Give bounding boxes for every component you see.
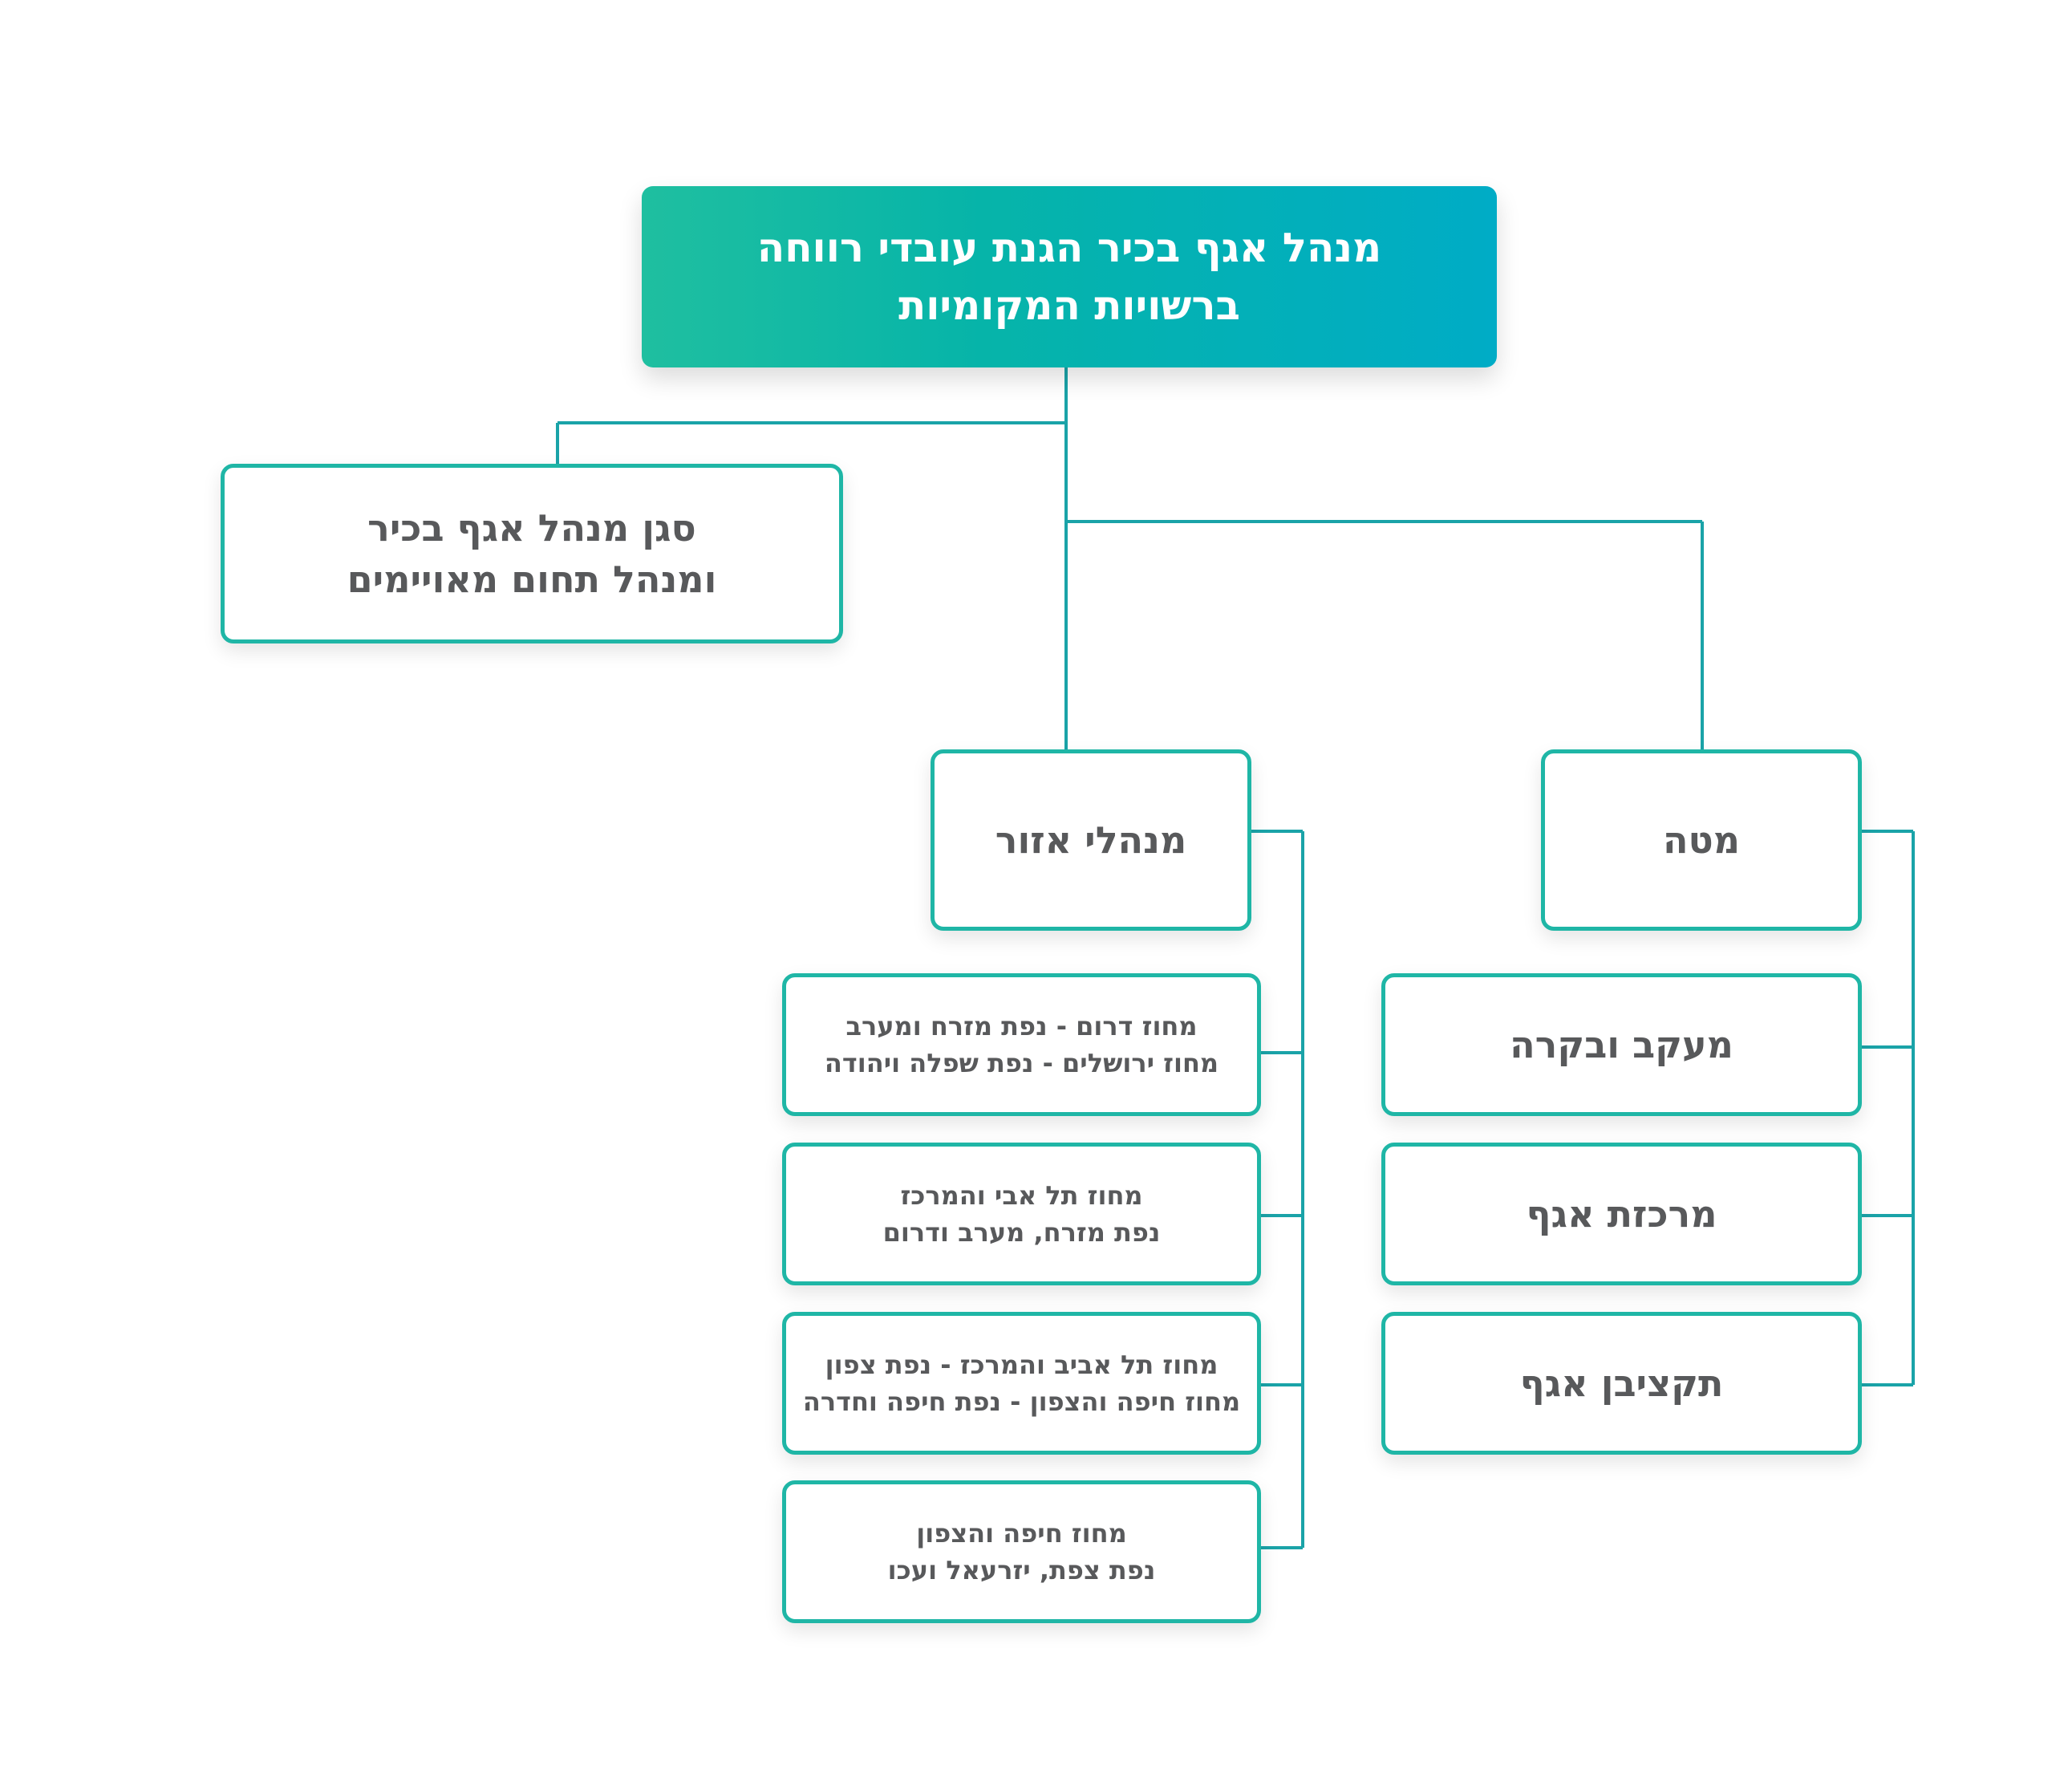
monitoring-control-label: מעקב ובקרה — [1510, 1023, 1733, 1066]
root-manager-box: מנהל אגף בכיר הגנת עובדי רווחה ברשויות ה… — [642, 186, 1497, 367]
district-line: מחוז חיפה והצפון - נפת חיפה וחדרה — [802, 1386, 1241, 1417]
district-line: מחוז חיפה והצפון — [916, 1518, 1127, 1549]
district-line: מחוז ירושלים - נפת שפלה ויהודה — [824, 1048, 1219, 1078]
department-budget-officer-box: תקציבן אגף — [1381, 1312, 1862, 1455]
department-coordinator-label: מרכזת אגף — [1526, 1192, 1717, 1236]
district-line: מחוז תל אביב והמרכז - נפת צפון — [825, 1350, 1218, 1380]
district-box-tel-aviv-haifa: מחוז תל אביב והמרכז - נפת צפון מחוז חיפה… — [782, 1312, 1261, 1455]
root-line-1: מנהל אגף בכיר הגנת עובדי רווחה — [756, 225, 1382, 271]
district-line: נפת צפת, יזרעאל ועכו — [887, 1555, 1156, 1585]
district-box-haifa-north: מחוז חיפה והצפון נפת צפת, יזרעאל ועכו — [782, 1480, 1261, 1623]
staff-box: מטה — [1541, 749, 1862, 931]
district-line: נפת מזרח, מערב ודרום — [882, 1217, 1161, 1248]
district-box-tel-aviv-center: מחוז תל אבי והמרכז נפת מזרח, מערב ודרום — [782, 1143, 1261, 1285]
regional-managers-label: מנהלי אזור — [995, 818, 1187, 862]
staff-label: מטה — [1662, 818, 1741, 862]
department-budget-officer-label: תקציבן אגף — [1519, 1362, 1724, 1405]
regional-managers-box: מנהלי אזור — [931, 749, 1251, 931]
deputy-line-2: ומנהל תחום מאויימים — [347, 558, 717, 601]
district-line: מחוז תל אבי והמרכז — [900, 1180, 1143, 1211]
root-line-2: ברשויות המקומיות — [898, 282, 1240, 329]
monitoring-control-box: מעקב ובקרה — [1381, 973, 1862, 1116]
deputy-manager-box: סגן מנהל אגף בכיר ומנהל תחום מאויימים — [221, 464, 843, 643]
district-line: מחוז דרום - נפת מזרח ומערב — [845, 1011, 1198, 1041]
district-box-south-jerusalem: מחוז דרום - נפת מזרח ומערב מחוז ירושלים … — [782, 973, 1261, 1116]
department-coordinator-box: מרכזת אגף — [1381, 1143, 1862, 1285]
deputy-line-1: סגן מנהל אגף בכיר — [367, 506, 696, 550]
